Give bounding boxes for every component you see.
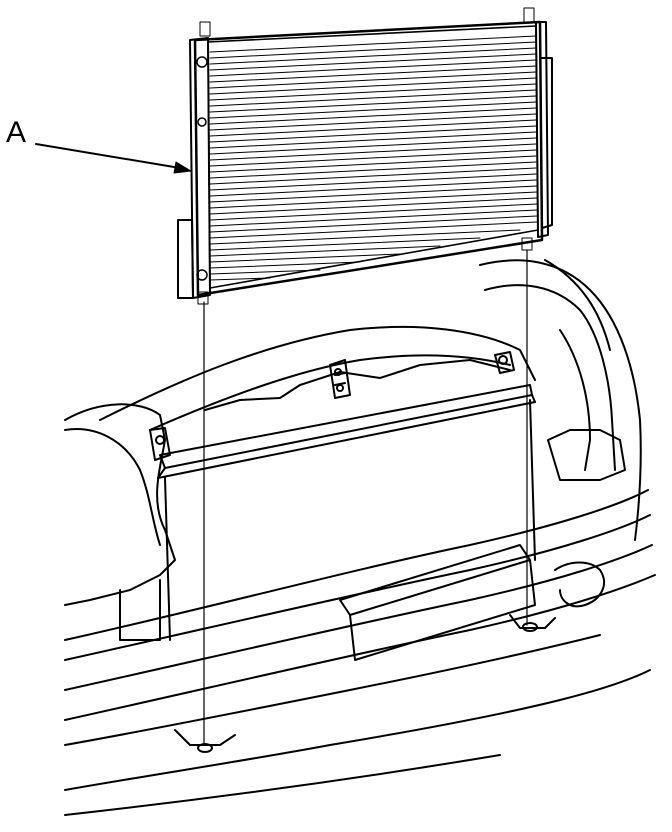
condenser-right-tank <box>535 21 549 238</box>
right-wheel-arch <box>544 259 611 471</box>
upper-fitting <box>196 56 208 68</box>
condenser-left-tank <box>189 37 211 299</box>
bumper-beam-lower <box>64 544 653 691</box>
condenser-fins <box>209 35 538 281</box>
right-fender-inner <box>484 284 616 471</box>
upper-crossmember-bar-lower <box>157 394 536 479</box>
bumper-beam-mid <box>64 514 651 661</box>
callout-label-a: A <box>6 116 27 149</box>
right-upper-mount <box>494 351 515 374</box>
upper-crossmember-mid <box>149 354 511 431</box>
condenser-frame <box>193 20 544 297</box>
bottom-left-pin <box>197 291 209 305</box>
installation-guide-lines <box>203 249 528 746</box>
lower-valance-bottom <box>64 669 651 791</box>
left-upper-mount <box>149 427 171 461</box>
condenser <box>177 7 553 305</box>
callout-arrowhead <box>173 161 192 174</box>
upper-crossmember-bar <box>159 384 533 469</box>
left-lower-bracket <box>174 729 236 746</box>
right-lower-bracket <box>509 614 556 629</box>
lower-valance <box>64 634 601 746</box>
left-apron <box>119 579 161 641</box>
left-headlight-lower <box>64 428 161 546</box>
receiver-dryer <box>540 57 553 229</box>
upper-crossmember-top <box>99 325 536 421</box>
upper-crossmember-inner <box>204 359 511 411</box>
left-fender-outline <box>64 403 176 606</box>
callout-leader-a <box>35 143 192 174</box>
vehicle-front-structure <box>64 259 656 816</box>
top-left-pin <box>199 21 211 37</box>
right-fog-bracket <box>554 561 605 608</box>
bumper-beam-upper <box>64 489 649 641</box>
top-right-pin <box>523 7 535 23</box>
bottom-edge <box>64 754 501 816</box>
lower-fitting <box>196 269 208 281</box>
radiator-frame <box>164 399 536 641</box>
condenser-left-bracket <box>177 219 194 299</box>
bottom-right-pin <box>521 237 533 251</box>
bumper-center-plate <box>339 544 536 661</box>
right-headlight <box>547 429 626 481</box>
right-fender-outline <box>479 259 642 541</box>
